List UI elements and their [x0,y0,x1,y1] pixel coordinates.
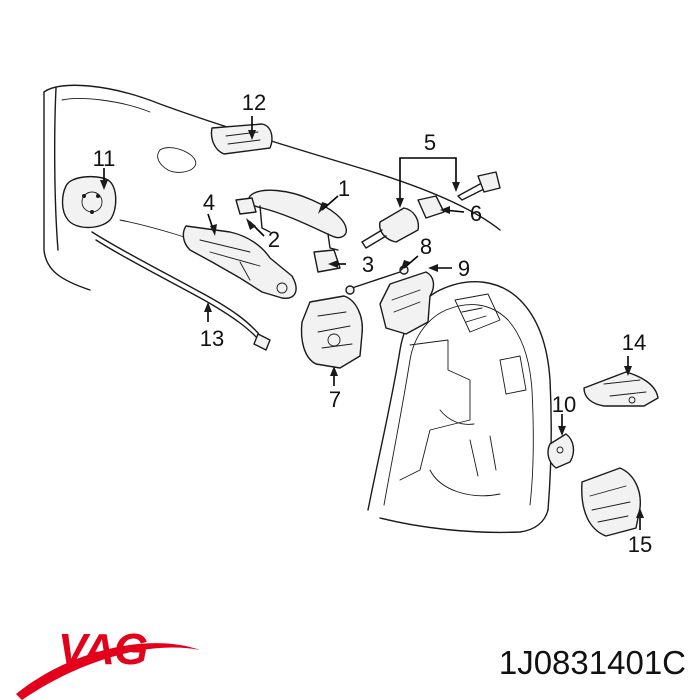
callout-7: 7 [329,387,341,412]
part-12-bracket [210,123,273,155]
part-9-latch-carrier [379,271,435,335]
part-2-gasket [235,197,257,215]
callout-9: 9 [458,256,470,281]
part-15-striker-plate [581,467,641,537]
part-4-handle-carrier [182,225,297,299]
callout-6: 6 [470,201,482,226]
part-3-gasket [313,249,341,273]
callout-14: 14 [622,330,646,355]
callout-10: 10 [552,392,576,417]
callout-2: 2 [268,227,280,252]
callout-3: 3 [362,252,374,277]
callout-15: 15 [628,532,652,557]
callout-13: 13 [200,326,224,351]
callout-1: 1 [338,176,350,201]
part-7-door-lock [300,295,363,369]
callout-11: 11 [93,146,116,171]
part-14-striker-bracket [583,371,659,407]
part-10-catch [547,433,575,469]
part-13-cable [91,231,271,351]
part-6-key-cover [417,195,445,219]
callout-5: 5 [424,130,436,155]
callout-4: 4 [203,190,215,215]
inner-door-frame [367,281,553,534]
part-1-outer-handle [248,189,347,251]
callout-8: 8 [420,234,432,259]
vag-logo: VAG [58,625,148,674]
part-5-lock-cylinder [361,207,420,249]
leader-lines [100,116,644,530]
part-5-key [457,171,501,201]
part-number: 1J0831401C [498,644,686,681]
part-11-lock-housing [61,175,117,229]
callout-12: 12 [242,90,266,115]
